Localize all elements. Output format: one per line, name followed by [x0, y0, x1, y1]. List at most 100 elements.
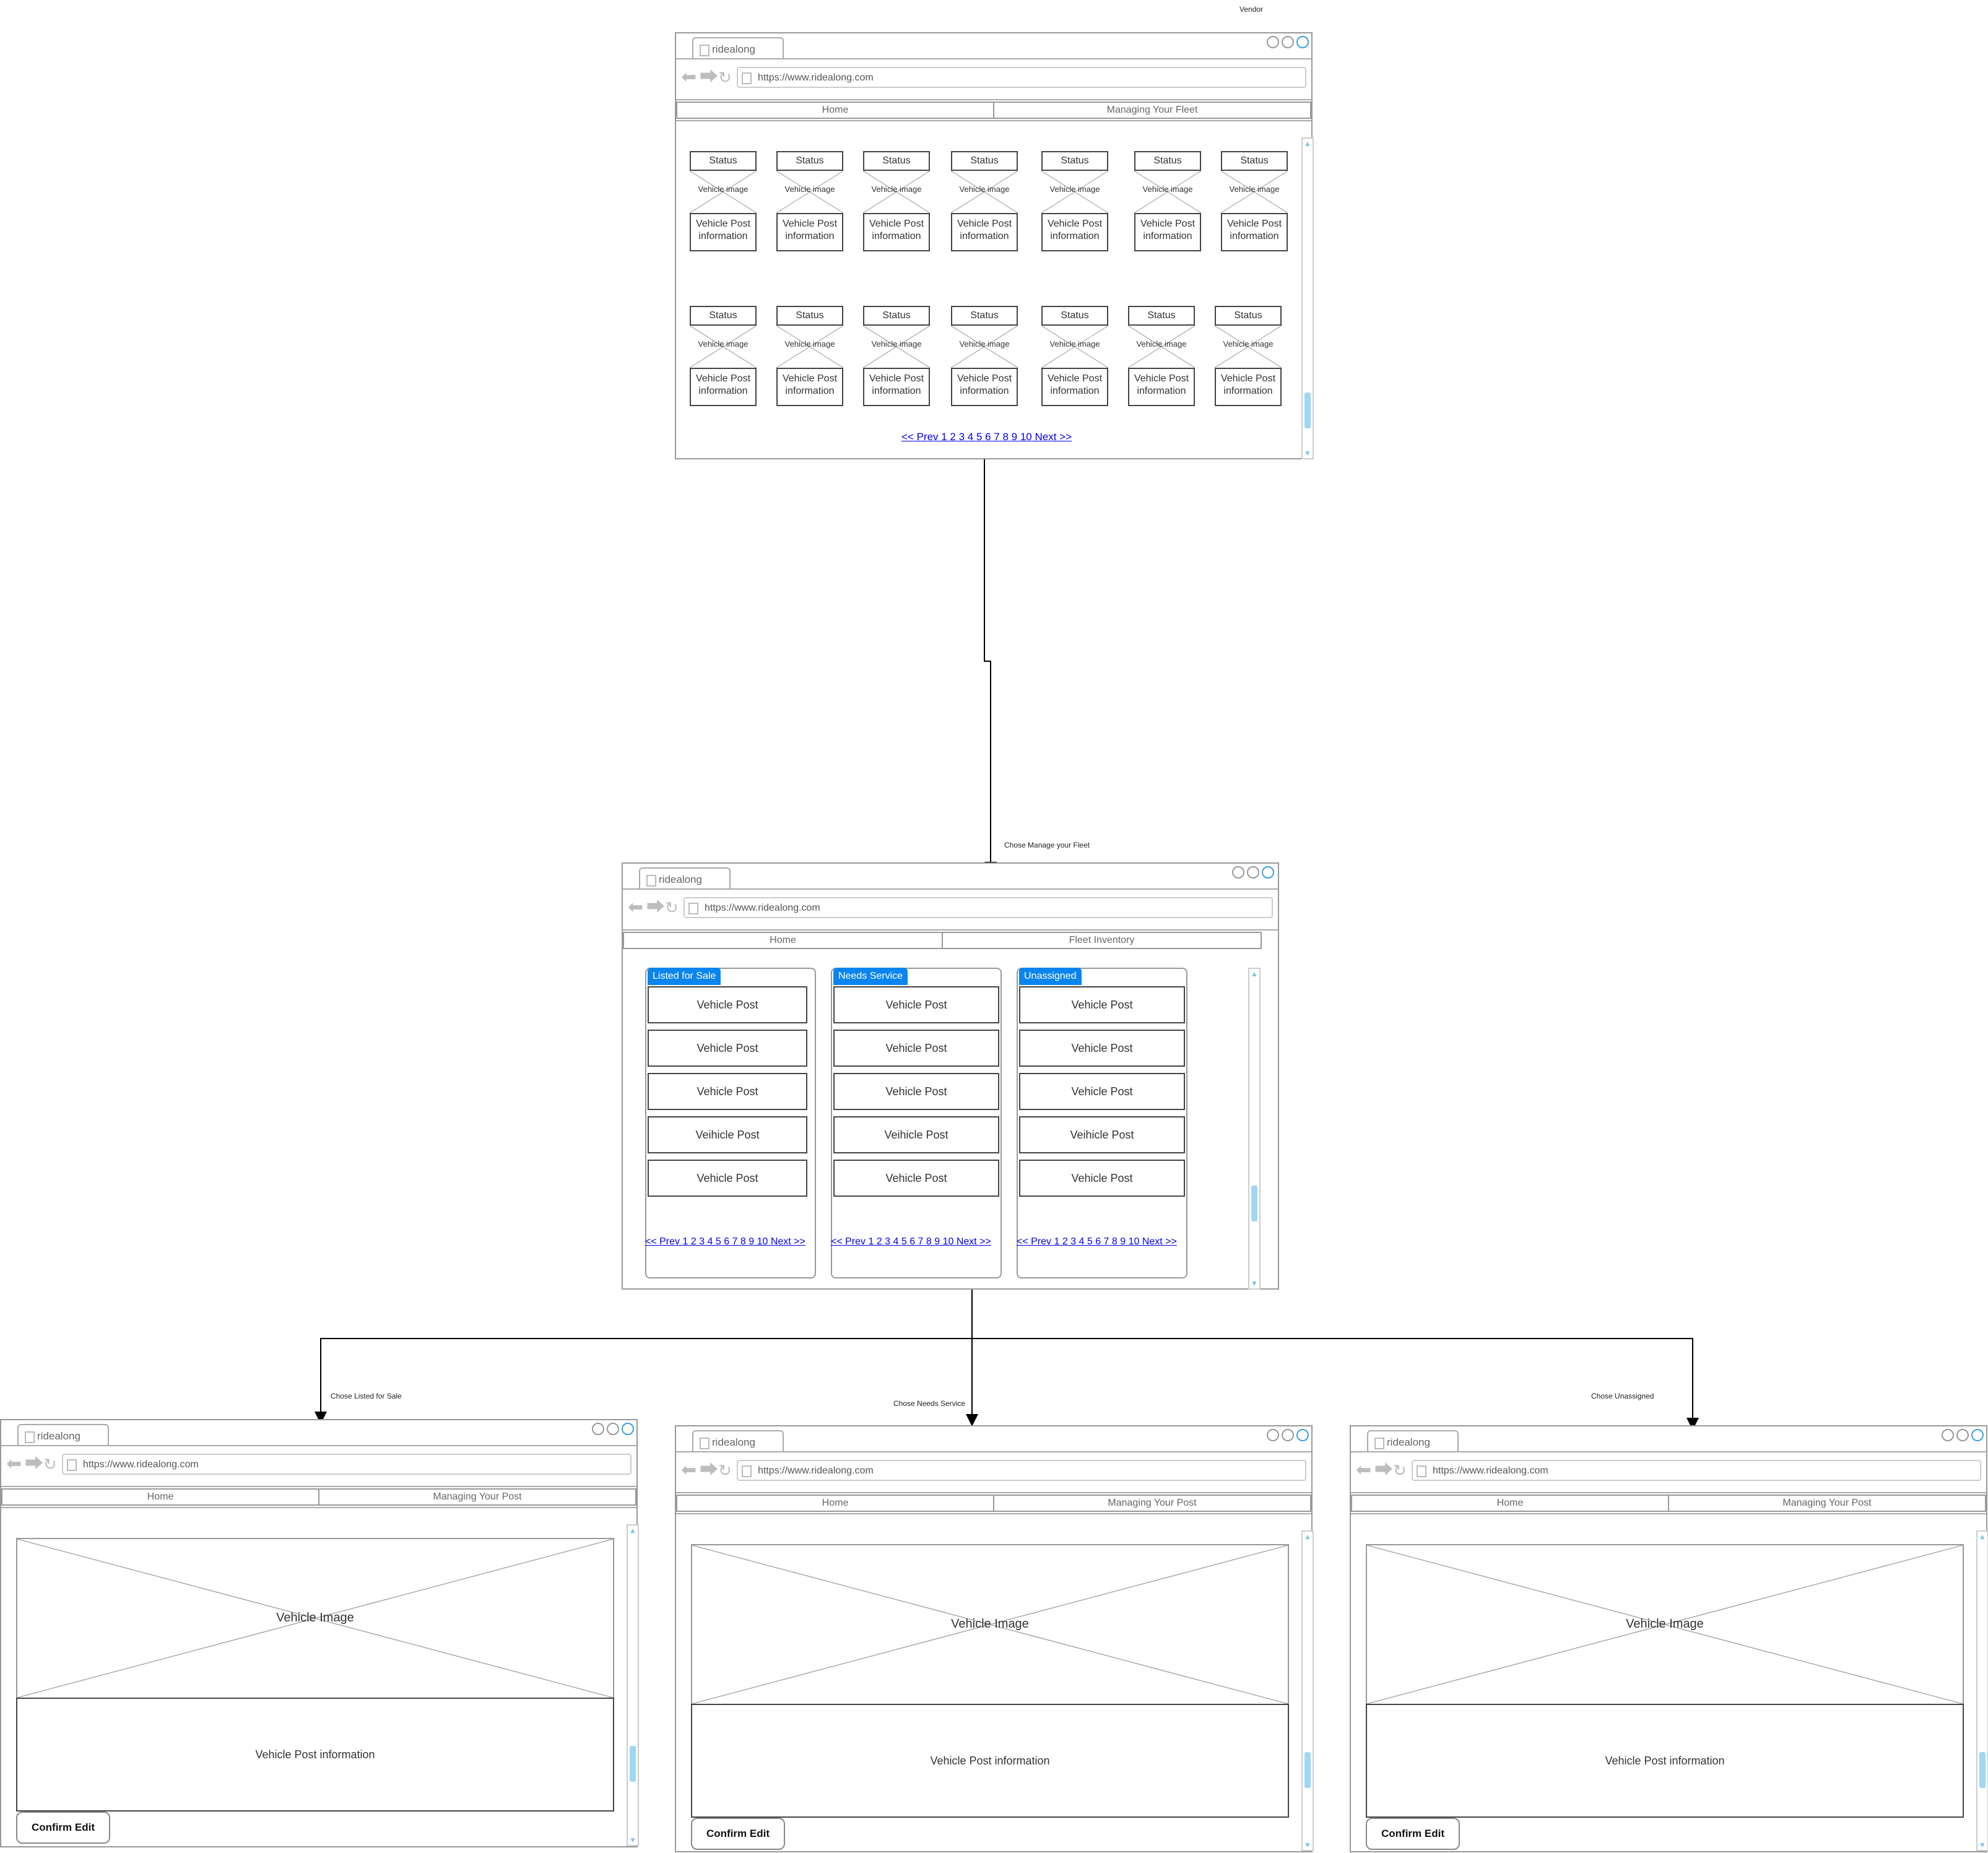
confirm-edit-button[interactable]: Confirm Edit	[1366, 1818, 1460, 1850]
nav-managing-your-fleet[interactable]: Managing Your Fleet	[993, 103, 1310, 118]
scrollbar[interactable]: ▲ ▼	[1248, 968, 1261, 1290]
scroll-down-icon[interactable]: ▼	[1304, 449, 1311, 458]
nav-managing-your-post[interactable]: Managing Your Post	[1668, 1496, 1985, 1511]
vehicle-post[interactable]: Vehicle Post	[648, 986, 807, 1023]
vehicle-post[interactable]: Veihicle Post	[1019, 1116, 1185, 1153]
browser-tab[interactable]: ridealong	[639, 867, 731, 888]
scrollbar[interactable]: ▲ ▼	[1301, 1530, 1314, 1851]
nav-home[interactable]: Home	[1496, 1498, 1524, 1508]
vehicle-post[interactable]: Vehicle Post	[648, 1073, 807, 1110]
url-bar[interactable]: https://www.ridealong.com	[1412, 1460, 1981, 1481]
vehicle-post[interactable]: Vehicle Post	[833, 1073, 999, 1110]
forward-arrow-icon[interactable]: ⮕	[700, 67, 718, 87]
nav-home[interactable]: Home	[822, 1498, 849, 1508]
reload-icon[interactable]: ↻	[718, 68, 732, 87]
scroll-thumb[interactable]	[630, 1746, 636, 1782]
nav-home[interactable]: Home	[770, 935, 796, 945]
scroll-thumb[interactable]	[1304, 1752, 1311, 1788]
maximize-icon[interactable]	[607, 1423, 619, 1435]
minimize-icon[interactable]	[1942, 1429, 1954, 1441]
maximize-icon[interactable]	[1247, 866, 1259, 879]
forward-arrow-icon[interactable]: ⮕	[700, 1460, 718, 1480]
browser-tab[interactable]: ridealong	[17, 1424, 109, 1445]
forward-arrow-icon[interactable]: ⮕	[646, 897, 665, 918]
browser-tab[interactable]: ridealong	[1367, 1430, 1459, 1451]
vehicle-post[interactable]: Veihicle Post	[833, 1116, 999, 1153]
vehicle-post[interactable]: Vehicle Post	[833, 1160, 999, 1197]
back-arrow-icon[interactable]: ⬅	[681, 67, 697, 87]
forward-arrow-icon[interactable]: ⮕	[25, 1454, 43, 1474]
scroll-up-icon[interactable]: ▲	[1304, 139, 1311, 148]
scroll-thumb[interactable]	[1251, 1186, 1257, 1222]
nav-managing-your-post[interactable]: Managing Your Post	[318, 1490, 635, 1504]
minimize-icon[interactable]	[1267, 1429, 1279, 1441]
reload-icon[interactable]: ↻	[665, 898, 679, 917]
scroll-up-icon[interactable]: ▲	[1979, 1532, 1986, 1541]
nav-home[interactable]: Home	[147, 1491, 174, 1502]
vehicle-post[interactable]: Vehicle Post	[1019, 1030, 1185, 1067]
scroll-down-icon[interactable]: ▼	[1251, 1279, 1258, 1288]
back-arrow-icon[interactable]: ⬅	[1356, 1460, 1372, 1480]
scroll-down-icon[interactable]: ▼	[629, 1836, 636, 1844]
close-icon[interactable]	[622, 1423, 634, 1435]
close-icon[interactable]	[1296, 1429, 1309, 1441]
pagination[interactable]: << Prev 1 2 3 4 5 6 7 8 9 10 Next >>	[901, 431, 1072, 443]
nav-managing-your-post[interactable]: Managing Your Post	[993, 1496, 1310, 1511]
nav-home[interactable]: Home	[822, 105, 849, 115]
browser-tab[interactable]: ridealong	[692, 37, 784, 58]
browser-tab[interactable]: ridealong	[692, 1430, 784, 1451]
vehicle-post[interactable]: Vehicle Post	[1019, 986, 1185, 1023]
vehicle-post[interactable]: Veihicle Post	[648, 1116, 807, 1153]
vehicle-post[interactable]: Vehicle Post	[648, 1160, 807, 1197]
scrollbar[interactable]: ▲ ▼	[1301, 137, 1314, 459]
url-bar[interactable]: https://www.ridealong.com	[684, 897, 1273, 918]
maximize-icon[interactable]	[1956, 1429, 1969, 1441]
back-arrow-icon[interactable]: ⬅	[681, 1460, 697, 1480]
minimize-icon[interactable]	[1267, 36, 1279, 48]
scrollbar[interactable]: ▲ ▼	[1976, 1530, 1988, 1851]
confirm-edit-button[interactable]: Confirm Edit	[16, 1812, 110, 1844]
back-arrow-icon[interactable]: ⬅	[6, 1454, 22, 1474]
vehicle-post[interactable]: Vehicle Post	[833, 1030, 999, 1067]
url-bar[interactable]: https://www.ridealong.com	[62, 1454, 632, 1475]
close-icon[interactable]	[1296, 36, 1309, 48]
forward-arrow-icon[interactable]: ⮕	[1374, 1460, 1393, 1480]
maximize-icon[interactable]	[1282, 36, 1294, 48]
scrollbar[interactable]: ▲ ▼	[627, 1524, 639, 1846]
panel-tab[interactable]: Needs Service	[833, 968, 908, 985]
url-bar[interactable]: https://www.ridealong.com	[737, 67, 1306, 88]
maximize-icon[interactable]	[1282, 1429, 1294, 1441]
vehicle-post[interactable]: Vehicle Post	[833, 986, 999, 1023]
scroll-up-icon[interactable]: ▲	[1304, 1532, 1311, 1541]
scroll-down-icon[interactable]: ▼	[1304, 1841, 1311, 1849]
vehicle-post[interactable]: Vehicle Post	[1019, 1073, 1185, 1110]
confirm-edit-button[interactable]: Confirm Edit	[691, 1818, 785, 1850]
back-arrow-icon[interactable]: ⬅	[628, 897, 644, 918]
reload-icon[interactable]: ↻	[43, 1455, 57, 1473]
vehicle-post[interactable]: Vehicle Post	[1019, 1160, 1185, 1197]
panel-tab[interactable]: Listed for Sale	[648, 968, 721, 985]
close-icon[interactable]	[1262, 866, 1274, 879]
scroll-up-icon[interactable]: ▲	[629, 1526, 636, 1535]
reload-icon[interactable]: ↻	[718, 1461, 732, 1480]
scroll-thumb[interactable]	[1304, 393, 1311, 428]
url-bar[interactable]: https://www.ridealong.com	[737, 1460, 1306, 1481]
close-icon[interactable]	[1971, 1429, 1984, 1441]
scroll-thumb[interactable]	[1979, 1752, 1986, 1788]
vehicle-post[interactable]: Vehicle Post	[648, 1030, 807, 1067]
pagination[interactable]: << Prev 1 2 3 4 5 6 7 8 9 10 Next >>	[645, 1236, 805, 1247]
pagination[interactable]: << Prev 1 2 3 4 5 6 7 8 9 10 Next >>	[1017, 1236, 1177, 1247]
minimize-icon[interactable]	[1232, 866, 1244, 879]
